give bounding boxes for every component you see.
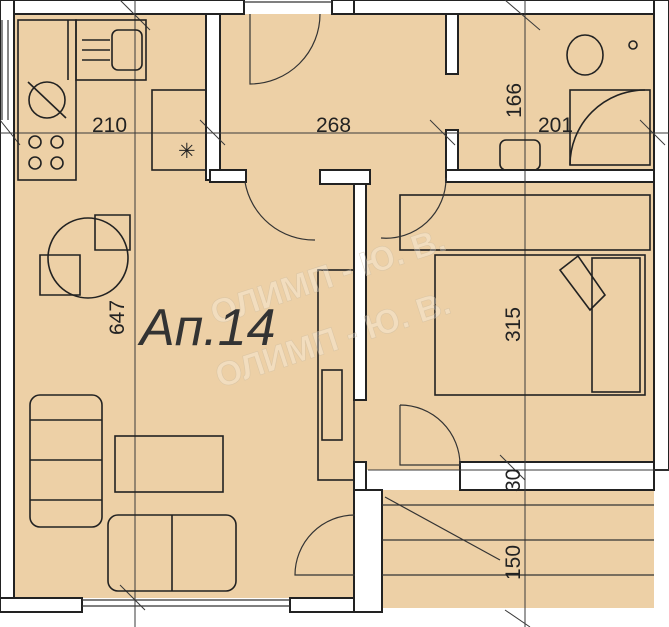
apartment-label: Ап.14 <box>137 299 276 357</box>
wall-top-mid <box>331 0 355 15</box>
stove-burner-1 <box>28 135 42 149</box>
living-furniture <box>29 269 355 592</box>
dim-wall-depth: 30 <box>502 469 525 492</box>
stove-burner-2 <box>50 135 64 149</box>
armchair <box>29 394 103 528</box>
wall-hall-bottom-right <box>445 169 655 183</box>
dim-living-length: 647 <box>106 300 129 335</box>
toilet <box>566 34 604 76</box>
hall-floor <box>210 14 446 180</box>
tv <box>321 369 343 441</box>
bath-floor <box>446 14 654 180</box>
windows <box>1 1 332 607</box>
wall-hall-bottom <box>209 169 247 183</box>
wall-terrace-left <box>353 489 383 613</box>
bed <box>399 194 651 396</box>
wall-top-right <box>353 0 669 15</box>
dim-wc-width: 166 <box>503 83 526 118</box>
coffee-table <box>114 435 224 493</box>
wall-top-left <box>13 0 245 15</box>
sink <box>499 139 541 171</box>
wall-right <box>653 0 669 471</box>
wall-bottom-left <box>0 597 83 613</box>
wall-column <box>319 169 371 185</box>
washing-machine <box>28 81 66 119</box>
terrace-door <box>294 514 356 576</box>
wall-bedroom-terrace <box>459 461 655 491</box>
dim-hall-width: 268 <box>316 114 351 137</box>
wall-bottom-right <box>289 597 361 613</box>
stove-burner-4 <box>50 156 64 170</box>
bath-door <box>380 177 447 239</box>
terrace-railing <box>382 496 654 576</box>
bathroom-fixtures <box>499 34 651 171</box>
chair-1 <box>94 214 131 251</box>
wall-kitchen-hall <box>205 13 221 181</box>
dining-table <box>47 217 129 299</box>
bedroom-floor <box>360 180 654 470</box>
chair-2 <box>39 254 81 296</box>
shower <box>569 89 651 166</box>
dim-bath-width: 201 <box>538 114 573 137</box>
floor-areas <box>14 14 654 608</box>
kitchen-counter <box>17 19 207 181</box>
wall-living-bedroom-low <box>353 461 367 493</box>
living-floor <box>14 180 360 598</box>
bedroom-door <box>399 404 461 466</box>
wall-hall-bath <box>445 13 459 75</box>
meter-icon: ✳ <box>178 140 196 163</box>
dining-set <box>39 214 131 299</box>
kitchen-door <box>244 181 316 241</box>
dim-kitchen-width: 210 <box>92 114 127 137</box>
tv-stand <box>317 269 355 481</box>
dim-terrace-depth: 150 <box>502 545 525 580</box>
dim-bedroom-length: 315 <box>502 307 525 342</box>
entry-door <box>249 13 321 85</box>
stove-burner-3 <box>28 156 42 170</box>
doors <box>244 13 461 576</box>
